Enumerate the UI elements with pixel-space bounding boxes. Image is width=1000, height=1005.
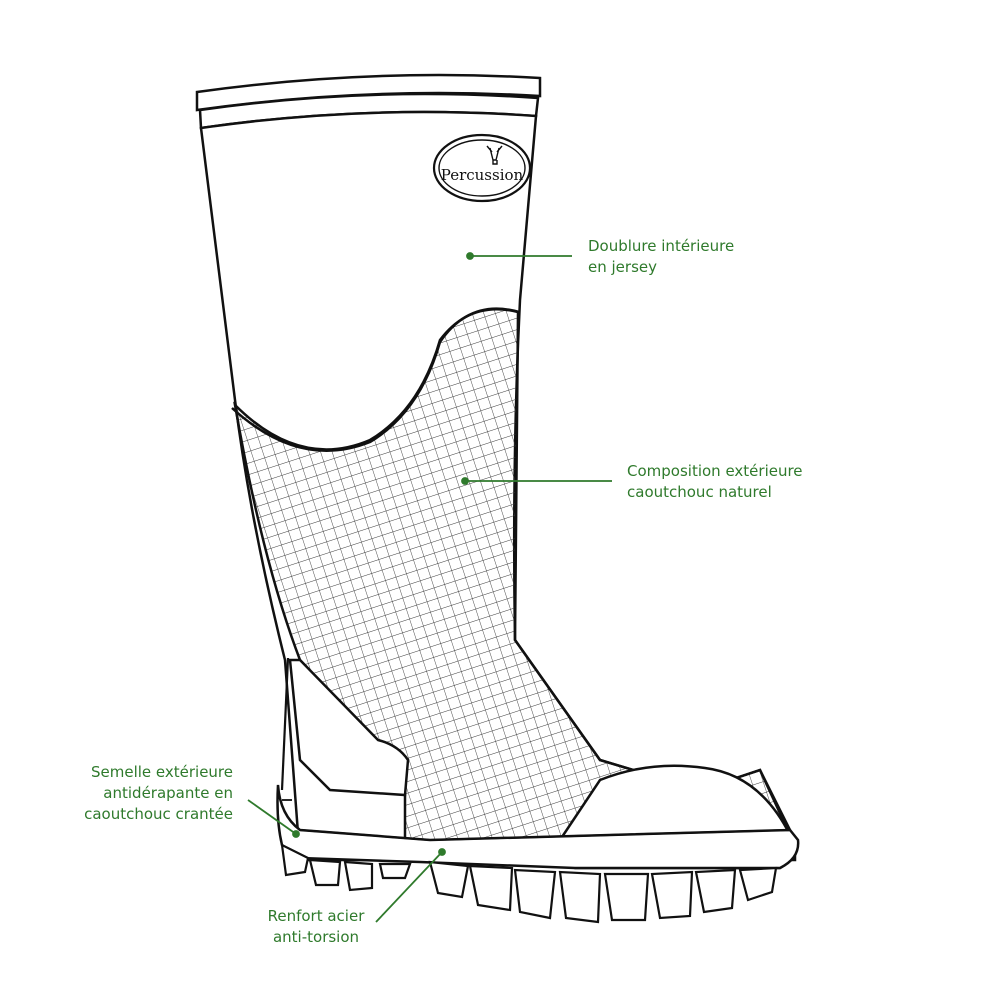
heel-panel <box>288 658 410 797</box>
leader-lines <box>247 252 612 923</box>
stag-icon <box>486 145 503 165</box>
callout-sole-line-1: Semelle extérieure <box>90 763 233 781</box>
callout-outer-line-2: caoutchouc naturel <box>627 483 772 501</box>
callout-steel: Renfort acier anti-torsion <box>256 906 376 948</box>
leader-line-steel <box>375 851 443 923</box>
sole <box>276 784 800 870</box>
brand-logo: Percussion <box>432 133 532 203</box>
leader-line-sole <box>247 799 297 835</box>
callout-sole-line-3: caoutchouc crantée <box>84 805 233 823</box>
callout-sole: Semelle extérieure antidérapante en caou… <box>84 762 233 825</box>
callout-lining-line-1: Doublure intérieure <box>588 237 735 255</box>
brand-logo-text: Percussion <box>441 166 524 184</box>
callout-sole-line-2: antidérapante en <box>103 784 233 802</box>
leader-dot-lining <box>466 252 474 260</box>
tread-lugs <box>280 843 778 924</box>
callout-outer-line-1: Composition extérieure <box>627 462 803 480</box>
leader-dot-steel <box>438 848 446 856</box>
leader-dot-sole <box>292 830 300 838</box>
callout-steel-line-2: anti-torsion <box>272 928 360 946</box>
callout-outer: Composition extérieure caoutchouc nature… <box>627 461 803 503</box>
callout-lining-line-2: en jersey <box>588 258 657 276</box>
rubber-edge <box>231 307 520 452</box>
callout-lining: Doublure intérieure en jersey <box>588 236 734 278</box>
leader-dot-outer <box>461 477 469 485</box>
callout-steel-line-1: Renfort acier <box>267 907 365 925</box>
